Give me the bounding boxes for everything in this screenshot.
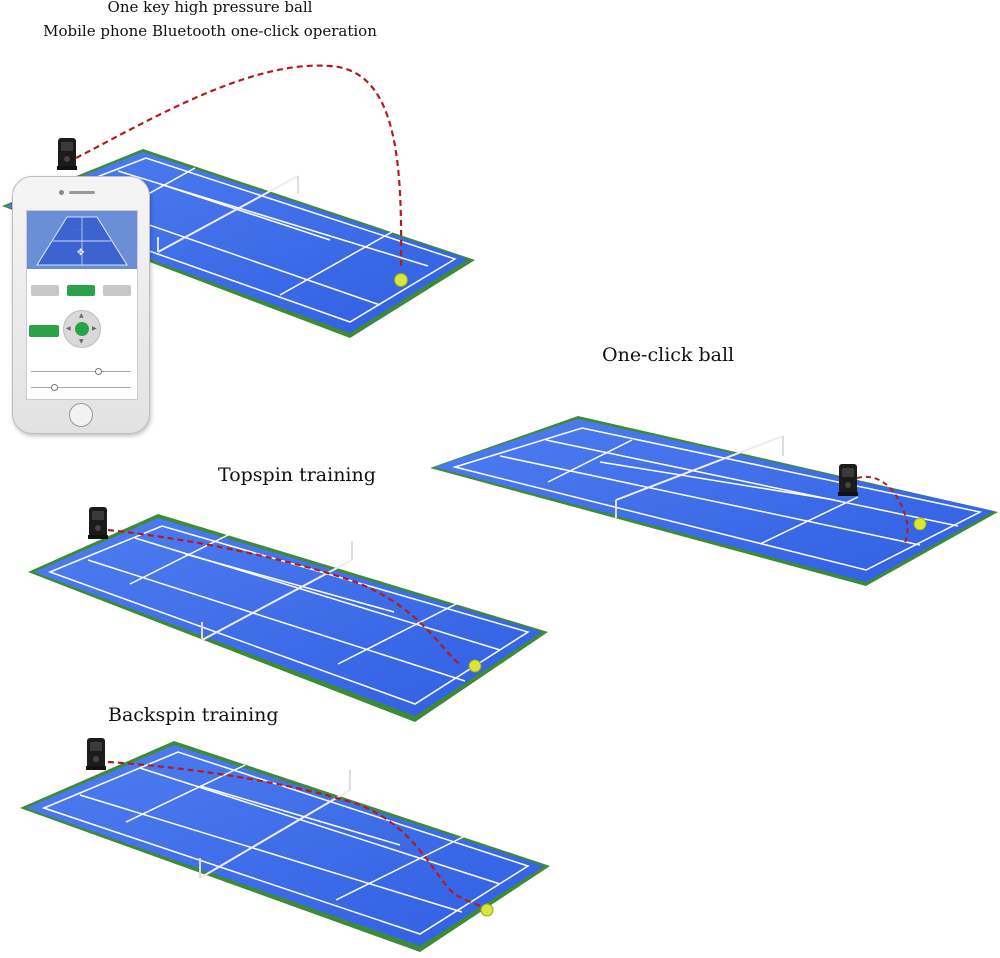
home-button xyxy=(69,403,93,427)
smartphone-icon: · · · ✥ ▲ ▼ ◀ ▶ xyxy=(12,176,150,434)
label-backspin-training: Backspin training xyxy=(108,704,279,726)
start-button[interactable] xyxy=(29,325,59,337)
mode-button[interactable] xyxy=(103,285,131,296)
court-preview: · · · ✥ xyxy=(27,211,137,269)
headline-bluetooth: Mobile phone Bluetooth one-click operati… xyxy=(43,22,377,40)
label-topspin-training: Topspin training xyxy=(218,464,376,486)
ball-machine-icon xyxy=(838,464,858,496)
mode-button-active[interactable] xyxy=(67,285,95,296)
dpad-icon[interactable]: ▲ ▼ ◀ ▶ xyxy=(63,310,101,348)
slider-knob[interactable] xyxy=(95,368,102,375)
app-screen: · · · ✥ ▲ ▼ ◀ ▶ xyxy=(26,210,138,400)
court-backspin xyxy=(20,738,550,952)
svg-text:✥: ✥ xyxy=(77,248,85,258)
slider-track[interactable] xyxy=(31,371,131,372)
ball-machine-icon xyxy=(86,738,106,770)
court-topspin xyxy=(28,507,548,722)
mode-button[interactable] xyxy=(31,285,59,296)
court-one-click xyxy=(430,416,998,586)
tennis-ball-icon xyxy=(913,517,927,531)
slider-knob[interactable] xyxy=(51,384,58,391)
label-one-click-ball: One-click ball xyxy=(602,344,735,366)
tennis-ball-icon xyxy=(394,273,408,287)
dpad-center-button[interactable] xyxy=(75,322,89,336)
svg-text:· · ·: · · · xyxy=(75,227,81,232)
ball-machine-icon xyxy=(88,507,108,539)
ball-machine-icon xyxy=(57,138,77,170)
camera-dot xyxy=(59,190,64,195)
tennis-ball-icon xyxy=(468,659,482,673)
speaker-slot xyxy=(69,191,95,194)
slider-track[interactable] xyxy=(31,387,131,388)
headline-one-key: One key high pressure ball xyxy=(107,0,313,16)
tennis-ball-icon xyxy=(480,903,494,917)
